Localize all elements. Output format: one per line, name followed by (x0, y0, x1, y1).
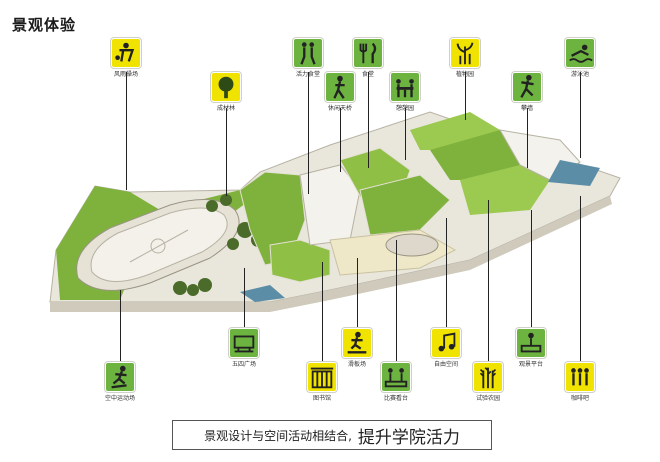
leader-line (580, 196, 581, 362)
leader-line (465, 72, 466, 120)
swimmer-icon (565, 38, 595, 68)
leader-line (226, 108, 227, 196)
label-pantan: 攀墙 (520, 105, 534, 112)
people-table-icon (390, 72, 420, 102)
sports-play-icon (111, 38, 141, 68)
leader-line (446, 218, 447, 328)
tree-row (173, 194, 265, 296)
leader-line (368, 72, 369, 168)
leader-line (126, 72, 127, 190)
label-kaiban-tai: 滑板场 (347, 361, 367, 368)
leader-line (405, 108, 406, 160)
leader-line (580, 72, 581, 158)
leader-line (396, 240, 397, 362)
cafe-people-icon (565, 362, 595, 392)
basketball-court (385, 233, 439, 257)
campus-isometric-plan (49, 111, 621, 312)
label-fengyu-caochang: 风雨操场 (113, 71, 139, 78)
leader-line (244, 268, 245, 328)
caption-box: 景观设计与空间活动相结合, 提升学院活力 (172, 420, 492, 450)
label-zaoxing-guangchang: 五四广场 (231, 361, 257, 368)
spectator-stand-icon (381, 362, 411, 392)
label-guanjing-pingtai: 观景平台 (518, 361, 544, 368)
label-xinwu-yuan: 憩憩园 (395, 105, 415, 112)
water-pool-lower (240, 285, 285, 302)
caption-big-text: 提升学院活力 (357, 427, 460, 448)
plant-icon (450, 38, 480, 68)
tree-icon (211, 72, 241, 102)
leader-line (488, 200, 489, 362)
label-tushuguan: 图书馆 (312, 395, 332, 402)
water-pool (548, 160, 600, 186)
leader-line (120, 290, 121, 362)
label-ziyou-kongjian: 自由空间 (433, 361, 459, 368)
label-kafei: 咖啡吧 (570, 395, 590, 402)
skateboard-jump-icon (105, 362, 135, 392)
site-base-edge (50, 196, 612, 312)
leader-line (340, 108, 341, 172)
library-icon (307, 362, 337, 392)
running-track (76, 199, 240, 291)
green-terrace-3 (460, 165, 550, 215)
leader-line (357, 258, 358, 328)
walking-person-icon (325, 72, 355, 102)
leader-line (531, 210, 532, 328)
music-notes-icon (431, 328, 461, 358)
label-shiyan-nongtian: 试验农园 (475, 395, 501, 402)
label-chengcai-lin: 成材林 (216, 105, 236, 112)
green-terrace-2 (430, 130, 530, 180)
green-roof-building-4 (359, 174, 451, 236)
label-shitang: 食堂 (361, 71, 375, 78)
skateboarder-icon (342, 328, 372, 358)
leader-line (322, 262, 323, 362)
page-title: 景观体验 (12, 16, 77, 34)
leader-line (308, 72, 309, 194)
caption-small-text: 景观设计与空间活动相结合, (204, 428, 352, 443)
label-zhiwu-yuan: 植物园 (455, 71, 475, 78)
building-block-white (299, 164, 361, 246)
stage-icon (229, 328, 259, 358)
label-xiuxian-tianqiao: 休闲天桥 (327, 105, 353, 112)
viewing-platform-icon (516, 328, 546, 358)
people-walking-icon (293, 38, 323, 68)
leader-line (527, 108, 528, 168)
label-youyong-chi: 游泳池 (570, 71, 590, 78)
wheat-icon (473, 362, 503, 392)
green-roof-building-2 (269, 239, 331, 283)
label-bisai-kantai: 比赛看台 (383, 395, 409, 402)
label-huoli-shitang: 活力食堂 (295, 71, 321, 78)
label-kongzhong-yundong: 空中运动场 (104, 395, 136, 402)
jumping-person-icon (512, 72, 542, 102)
fork-knife-icon (353, 38, 383, 68)
